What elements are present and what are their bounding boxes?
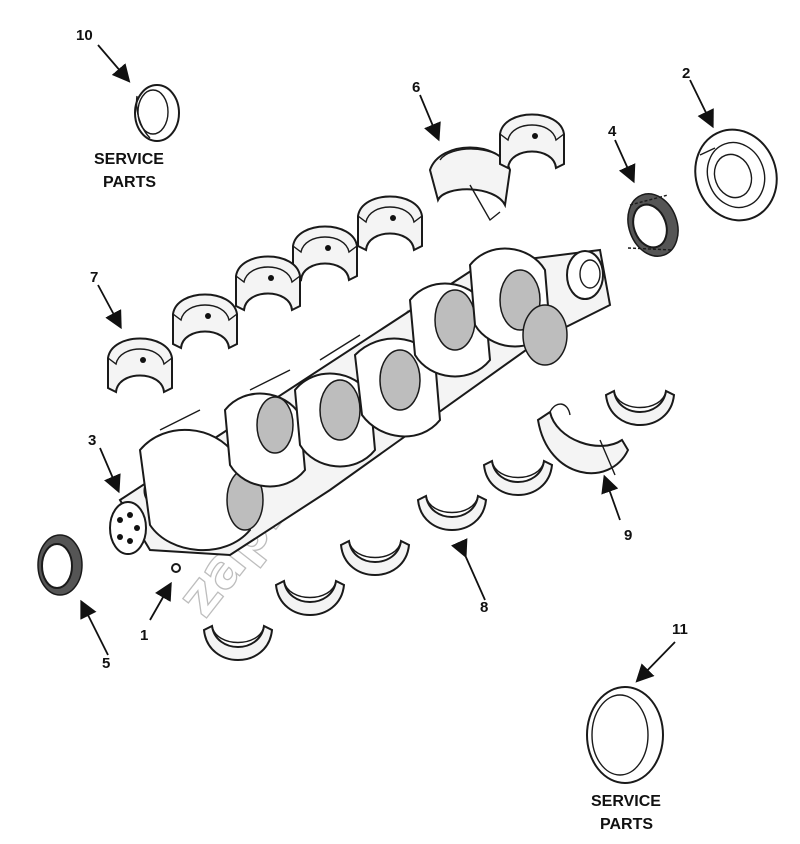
main-bearing-upper-3 xyxy=(292,225,358,281)
leader-3 xyxy=(99,447,121,494)
main-bearing-upper-6 xyxy=(107,337,173,393)
leader-6 xyxy=(419,94,441,142)
front-crankshaft-gear xyxy=(37,534,83,596)
callout-1: 1 xyxy=(140,627,148,644)
leader-8 xyxy=(450,538,486,601)
thrust-bearing-lower xyxy=(536,403,630,476)
callout-3: 3 xyxy=(88,432,96,449)
service-parts-top-line2: PARTS xyxy=(103,174,156,191)
service-parts-bottom-line2: PARTS xyxy=(600,816,653,833)
leader-1 xyxy=(149,581,172,621)
main-bearing-lower-6 xyxy=(605,390,675,426)
service-parts-bottom-line1: SERVICE xyxy=(591,793,661,810)
callout-9: 9 xyxy=(624,527,632,544)
leader-9 xyxy=(601,474,621,521)
leader-10 xyxy=(97,44,131,83)
crankshaft xyxy=(109,247,612,557)
main-bearing-upper-1 xyxy=(499,113,565,169)
rear-oil-seal xyxy=(694,128,778,222)
dowel-pin xyxy=(171,563,181,573)
main-bearing-lower-4 xyxy=(417,495,487,531)
callout-4: 4 xyxy=(608,123,617,140)
leader-4 xyxy=(614,139,636,184)
callout-7: 7 xyxy=(90,269,98,286)
crankshaft-gear xyxy=(627,193,679,257)
callout-8: 8 xyxy=(480,599,488,616)
main-bearing-lower-2 xyxy=(275,580,345,616)
leader-7 xyxy=(97,284,122,330)
callout-11: 11 xyxy=(672,621,688,638)
callout-6: 6 xyxy=(412,79,420,96)
callout-10: 10 xyxy=(76,27,93,44)
thrust-bearing-upper xyxy=(428,146,512,222)
main-bearing-upper-5 xyxy=(172,293,238,349)
service-bearing-ring-bottom xyxy=(586,686,664,784)
service-bearing-ring-top xyxy=(134,84,180,142)
leader-2 xyxy=(689,79,714,129)
main-bearing-lower-5 xyxy=(483,460,553,496)
main-bearing-lower-3 xyxy=(340,540,410,576)
main-bearing-lower-1 xyxy=(203,625,273,661)
main-bearing-upper-4 xyxy=(235,255,301,311)
callout-5: 5 xyxy=(102,655,110,672)
callout-2: 2 xyxy=(682,65,690,82)
main-bearing-upper-2 xyxy=(357,195,423,251)
leader-5 xyxy=(80,599,109,656)
service-parts-top-line1: SERVICE xyxy=(94,151,164,168)
leader-11 xyxy=(635,641,676,683)
